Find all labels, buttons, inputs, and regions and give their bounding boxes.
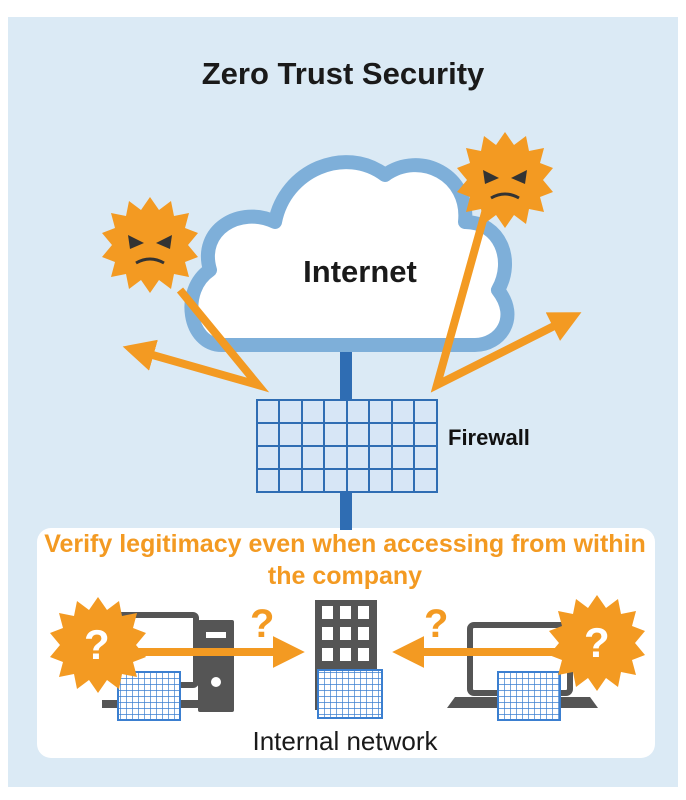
- firewall-icon: [497, 671, 561, 721]
- diagram-title: Zero Trust Security: [201, 56, 485, 91]
- malware-virus-icon: [102, 197, 198, 293]
- cloud-icon: [184, 155, 515, 352]
- internal-network-label: Internal network: [252, 726, 438, 756]
- laptop-icon: [447, 622, 598, 721]
- firewall-icon: [317, 669, 383, 719]
- question-mark-right-arrow: ?: [424, 602, 449, 646]
- question-mark-left-arrow: ?: [250, 602, 275, 646]
- left-attack-arrow: [122, 287, 270, 393]
- verify-message: Verify legitimacy even when accessing fr…: [44, 530, 646, 590]
- cloud-label: Internet: [303, 254, 417, 289]
- question-mark-right-virus: ?: [584, 619, 610, 666]
- firewall-label: Firewall: [448, 425, 530, 450]
- server-building-icon: [315, 600, 383, 719]
- malware-virus-icon: [549, 595, 645, 691]
- right-attack-arrow: [430, 193, 582, 393]
- firewall-icon: [117, 671, 181, 721]
- malware-virus-icon: [457, 132, 553, 228]
- firewall-icon: [256, 399, 438, 493]
- malware-virus-icon: [50, 597, 146, 693]
- question-mark-left-virus: ?: [84, 621, 110, 668]
